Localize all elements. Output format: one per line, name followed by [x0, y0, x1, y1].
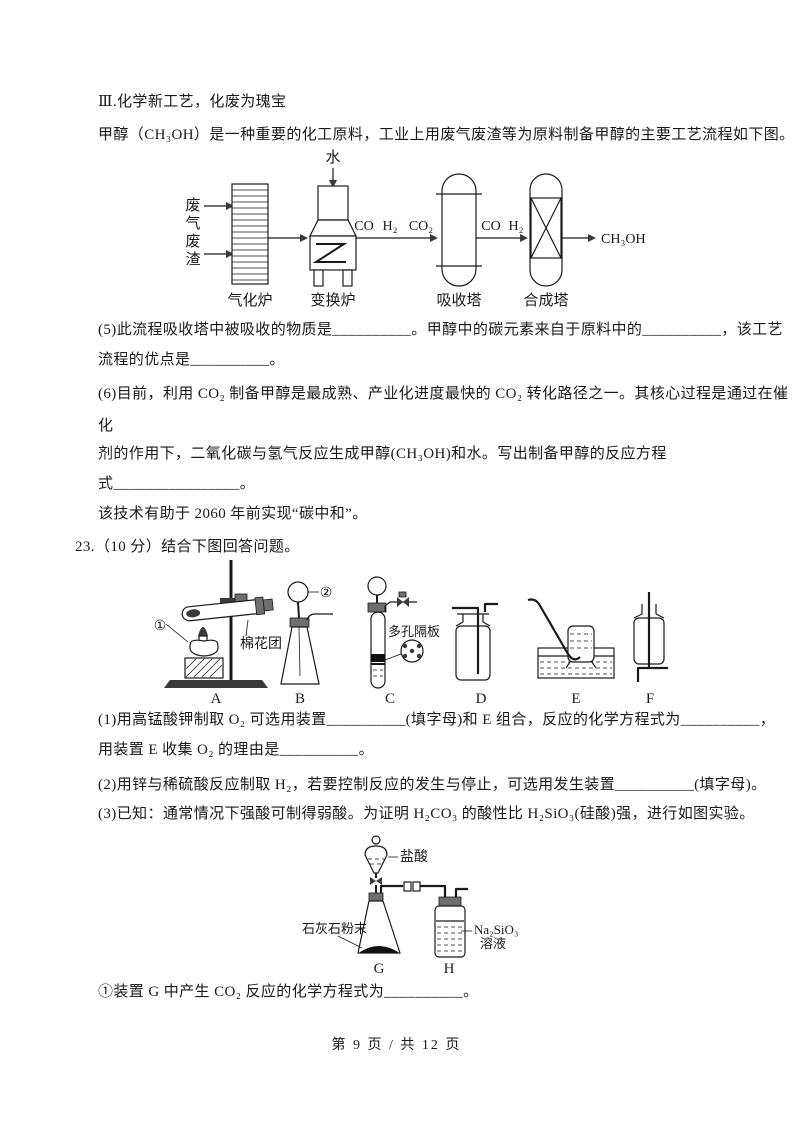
- apparatus-a: ① 棉花团: [154, 560, 282, 688]
- gasifier-label: 气化炉: [227, 292, 272, 309]
- hydrochloric-acid-label: 盐酸: [400, 849, 428, 865]
- question-23-heading: 23.（10 分）结合下图回答问题。: [75, 539, 300, 555]
- question-6-line2: 化: [98, 418, 114, 434]
- solution-label: 溶液: [480, 936, 506, 951]
- apparatus-letter-b: B: [295, 691, 305, 707]
- sodium-silicate-label: Na₂SiO₃: [474, 922, 518, 937]
- stream1-co2-label: CO₂: [409, 219, 433, 234]
- absorber-unit: [436, 173, 482, 287]
- apparatus-letter-h: H: [444, 961, 455, 977]
- arrow: [562, 234, 596, 242]
- stream2-co-label: CO: [481, 219, 500, 234]
- apparatus-e: [527, 598, 615, 679]
- apparatus-b: ②: [280, 581, 333, 685]
- arrow: [356, 234, 438, 242]
- apparatus-letter-g: G: [374, 961, 385, 977]
- apparatus-c: 多孔隔板: [367, 576, 440, 689]
- feed-label-char: 气: [185, 215, 200, 232]
- product-label: CH₃OH: [601, 232, 646, 247]
- page-number-footer: 第 9 页 / 共 12 页: [331, 1038, 462, 1053]
- apparatus-letter-c: C: [385, 691, 395, 707]
- question-6-line3: 剂的作用下，二氧化碳与氢气反应生成甲醇(CH₃OH)和水。写出制备甲醇的反应方程: [98, 446, 667, 462]
- water-label: 水: [325, 149, 340, 166]
- apparatus-letter-e: E: [571, 691, 580, 707]
- feed-label-char: 废: [185, 197, 200, 214]
- question-5-line1: (5)此流程吸收塔中被吸收的物质是__________。甲醇中的碳元素来自于原料…: [98, 322, 783, 338]
- question-6-line1: (6)目前，利用 CO₂ 制备甲醇是最成熟、产业化进度最快的 CO₂ 转化路径之…: [98, 386, 789, 402]
- arrow: [476, 234, 528, 242]
- water-arrow: [329, 168, 337, 188]
- apparatus-letter-a: A: [211, 691, 222, 707]
- question-23-1-line2: 用装置 E 收集 O₂ 的理由是__________。: [98, 742, 375, 758]
- synthesis-tower-label: 合成塔: [523, 292, 568, 309]
- porous-plate-label: 多孔隔板: [388, 624, 440, 639]
- shift-furnace-unit: [309, 185, 357, 287]
- absorber-label: 吸收塔: [436, 292, 481, 309]
- feed-label-char: 渣: [185, 251, 200, 268]
- shift-furnace-label: 变换炉: [310, 292, 355, 309]
- stream1-h2-label: H₂: [383, 219, 398, 234]
- question-23-3: (3)已知：通常情况下强酸可制得弱酸。为证明 H₂CO₃ 的酸性比 H₂SiO₃…: [98, 806, 755, 822]
- question-23-2: (2)用锌与稀硫酸反应制取 H₂，若要控制反应的发生与停止，可选用发生装置___…: [98, 777, 767, 793]
- stream1-co-label: CO: [354, 219, 373, 234]
- question-6-line4: 式________________。: [98, 476, 256, 492]
- arrow: [268, 234, 308, 242]
- feed-label-char: 废: [185, 233, 200, 250]
- callout-1: ①: [154, 619, 167, 634]
- apparatus-letter-d: D: [476, 691, 487, 707]
- process-flow-diagram: 废 气 废 渣 气化炉 水: [185, 149, 646, 309]
- apparatus-diagram: ① 棉花团 A ② B: [154, 560, 668, 707]
- question-6-line5: 该技术有助于 2060 年前实现“碳中和”。: [98, 506, 368, 522]
- question-23-3-sub1: ①装置 G 中产生 CO₂ 反应的化学方程式为__________。: [98, 984, 479, 1000]
- cotton-ball-label: 棉花团: [240, 635, 282, 652]
- stream2-h2-label: H₂: [509, 219, 524, 234]
- limestone-powder-label: 石灰石粉末: [302, 921, 367, 936]
- experiment-diagram: 盐酸 石灰石粉末 Na₂SiO₃ 溶液 G H: [302, 835, 518, 977]
- feed-arrows: [204, 202, 234, 258]
- bottle-h: [434, 887, 468, 958]
- question-5-line2: 流程的优点是__________。: [98, 352, 285, 368]
- section-heading: Ⅲ.化学新工艺，化废为瑰宝: [98, 94, 287, 110]
- flask-g: [357, 892, 401, 954]
- question-23-1-line1: (1)用高锰酸钾制取 O₂ 可选用装置__________(填字母)和 E 组合…: [98, 712, 776, 728]
- apparatus-letter-f: F: [646, 691, 654, 707]
- synthesis-tower-unit: [529, 173, 563, 287]
- apparatus-f: [633, 592, 668, 682]
- callout-2: ②: [320, 586, 333, 601]
- apparatus-d: [452, 602, 498, 681]
- gasifier-unit: [231, 183, 269, 285]
- intro-text: 甲醇（CH₃OH）是一种重要的化工原料，工业上用废气废渣等为原料制备甲醇的主要工…: [98, 127, 793, 143]
